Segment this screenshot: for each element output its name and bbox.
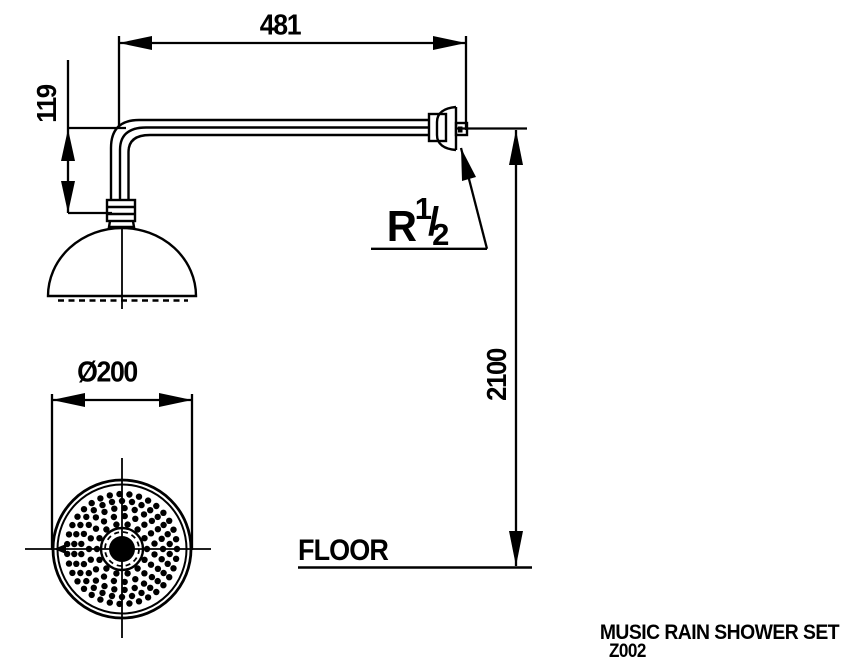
shower-arm-pipe <box>109 118 429 200</box>
arrow-down <box>509 531 523 566</box>
arrow-left <box>119 36 152 50</box>
leader-arrow <box>461 148 476 181</box>
arrow-down <box>61 181 75 213</box>
dim-arm-length-label: 481 <box>259 9 302 42</box>
dim-install-height <box>455 127 527 566</box>
spray-face-view <box>25 458 211 638</box>
dim-head-diameter-label: Ø200 <box>77 356 138 389</box>
arrow-left <box>52 393 85 407</box>
dim-drop-height-label: 119 <box>31 85 62 123</box>
arrow-up <box>61 129 75 161</box>
edge-tick <box>54 544 66 554</box>
center-hole <box>109 536 135 562</box>
shower-head-dome <box>46 226 198 309</box>
center-hub-ring <box>99 526 145 572</box>
thread-spec-label: R1/2 <box>386 193 450 252</box>
dim-arm-length <box>117 36 468 130</box>
thread-prefix: R <box>386 202 417 251</box>
thread-numerator: 1 <box>414 191 433 226</box>
product-title: MUSIC RAIN SHOWER SET <box>599 620 840 644</box>
thread-leader <box>371 147 489 250</box>
spray-nozzle-dots <box>63 490 181 608</box>
arrow-up <box>509 130 523 165</box>
floor-label: FLOOR <box>298 534 389 567</box>
center-hub-dashed <box>104 531 140 567</box>
dim-drop-height <box>61 60 126 215</box>
thread-slash: / <box>428 200 440 244</box>
arrow-right <box>159 393 192 407</box>
thread-denominator: 2 <box>432 217 450 252</box>
dim-head-diameter <box>50 393 194 550</box>
arrow-right <box>433 36 466 50</box>
model-code: Z002 <box>609 641 646 662</box>
dim-install-height-label: 2100 <box>481 349 512 401</box>
